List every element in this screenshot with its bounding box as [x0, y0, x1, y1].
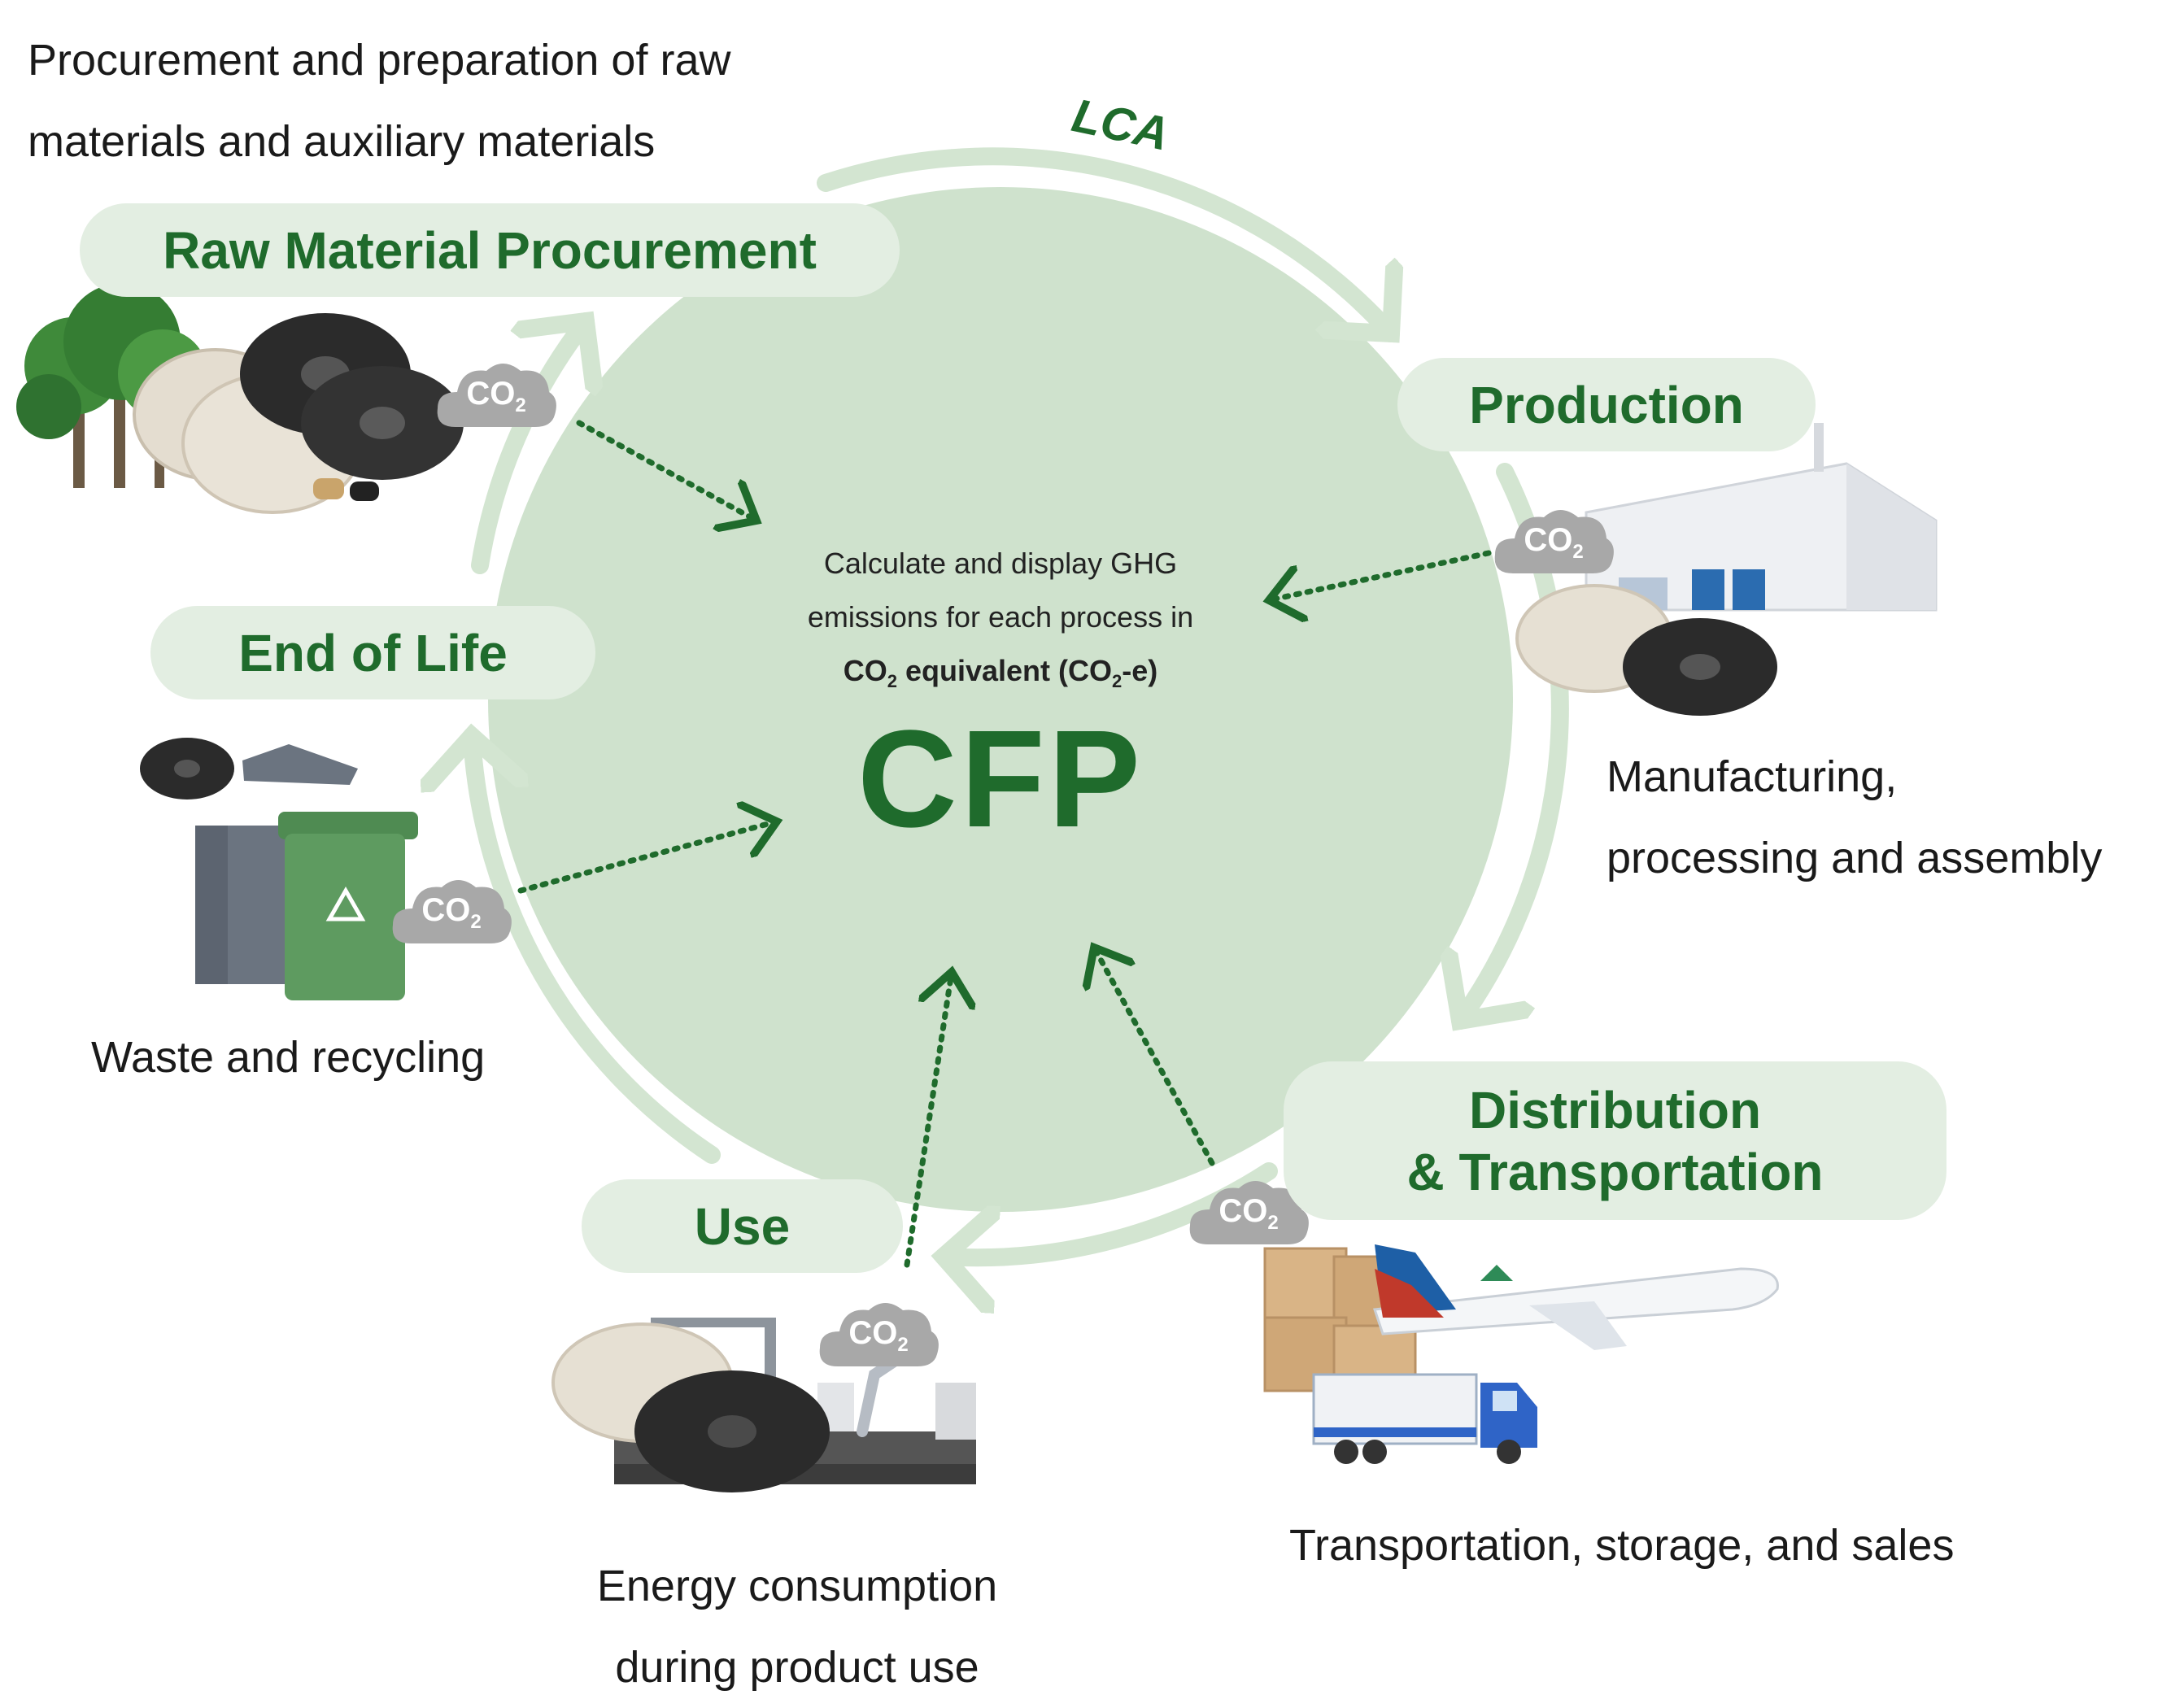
co2-label: CO: [421, 892, 471, 928]
stage-end-of-life-title: End of Life: [238, 623, 508, 682]
production-description: Manufacturing, processing and assembly: [1606, 736, 2102, 899]
center-desc-line1: Calculate and display GHG: [823, 547, 1178, 580]
center-desc-line3: CO2 equivalent (CO2-e): [748, 644, 1253, 708]
raw-material-desc-line2: materials and auxiliary materials: [28, 117, 656, 166]
reel-icon: [551, 1322, 830, 1492]
stage-production-pill: Production: [1397, 358, 1816, 451]
ring-arrow-use-to-endoflife: [472, 736, 721, 1164]
stage-distribution-title-line1: Distribution: [1468, 1080, 1762, 1139]
stage-production-title: Production: [1469, 375, 1744, 434]
emission-arrow-production: [1269, 550, 1492, 600]
co2-label: CO: [1524, 522, 1573, 558]
co2-label: CO: [848, 1315, 898, 1351]
reel-icon: [133, 313, 464, 514]
cfp-title: CFP: [857, 702, 1144, 856]
stage-use-pill: Use: [582, 1179, 903, 1273]
production-desc-line1: Manufacturing,: [1606, 752, 1898, 801]
emission-arrow-distribution: [1094, 948, 1215, 1166]
co2-cloud-icon: CO2: [431, 350, 561, 439]
raw-material-desc-line1: Procurement and preparation of raw: [28, 36, 731, 85]
airplane-icon: [1372, 1244, 1779, 1350]
co2-subscript: 2: [470, 911, 482, 933]
emission-arrow-use: [904, 972, 952, 1268]
emission-arrow-endoflife: [517, 821, 777, 894]
center-co2-a: CO: [843, 654, 887, 687]
stage-raw-material-pill: Raw Material Procurement: [80, 203, 900, 297]
raw-material-description: Procurement and preparation of raw mater…: [28, 20, 730, 182]
stage-distribution-pill: Distribution & Transportation: [1284, 1061, 1946, 1220]
cycle-center-circle: [488, 187, 1513, 1212]
center-equivalent: equivalent (CO: [896, 654, 1113, 687]
co2-subscript: 2: [515, 394, 526, 416]
co2-label: CO: [1218, 1193, 1268, 1229]
center-co2-a-sub: 2: [887, 671, 897, 692]
emission-arrows: [517, 420, 1492, 1268]
co2-subscript: 2: [897, 1334, 909, 1356]
end-of-life-description: Waste and recycling: [91, 1017, 485, 1098]
stage-end-of-life-pill: End of Life: [150, 606, 595, 699]
co2-subscript: 2: [1572, 541, 1584, 563]
stage-use-title: Use: [694, 1196, 791, 1256]
co2-cloud-icon: CO2: [386, 866, 517, 956]
use-desc-line1: Energy consumption: [596, 1562, 998, 1610]
co2-cloud-icon: CO2: [1489, 496, 1619, 586]
end-of-life-desc: Waste and recycling: [91, 1033, 486, 1082]
stage-distribution-title-line2: & Transportation: [1406, 1142, 1824, 1201]
distribution-desc: Transportation, storage, and sales: [1289, 1521, 1955, 1570]
co2-subscript: 2: [1267, 1212, 1279, 1234]
use-description: Energy consumption during product use: [569, 1545, 1025, 1708]
ring-arrow-raw-to-production: [817, 147, 1391, 333]
center-e: -e): [1122, 654, 1158, 687]
recycle-icon: [325, 886, 366, 922]
distribution-description: Transportation, storage, and sales: [1289, 1505, 1954, 1586]
co2-cloud-icon: CO2: [813, 1289, 944, 1379]
co2-cloud-icon: CO2: [1184, 1167, 1314, 1257]
center-description: Calculate and display GHG emissions for …: [748, 537, 1253, 708]
emission-arrow-raw: [576, 420, 756, 521]
center-desc-line2: emissions for each process in: [807, 600, 1194, 634]
production-desc-line2: processing and assembly: [1606, 834, 2103, 882]
trash-bin-icon: [140, 738, 418, 1000]
lca-ring-arrows: [471, 147, 1569, 1257]
reel-icon: [1515, 584, 1777, 716]
co2-label: CO: [466, 376, 516, 412]
stage-raw-material-title: Raw Material Procurement: [163, 220, 817, 280]
truck-icon: [1312, 1373, 1537, 1464]
ring-arrow-endoflife-to-raw: [471, 321, 586, 574]
use-desc-line2: during product use: [615, 1643, 979, 1692]
center-co2-b-sub: 2: [1112, 671, 1123, 692]
